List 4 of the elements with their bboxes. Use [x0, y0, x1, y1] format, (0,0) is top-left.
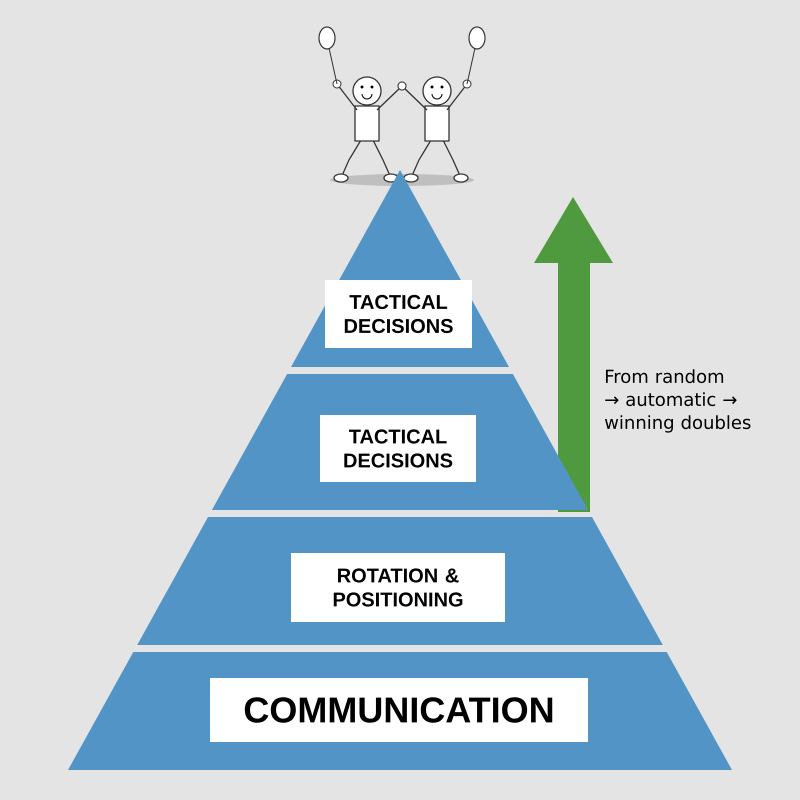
- pyramid-tier: TACTICAL DECISIONS: [212, 374, 588, 510]
- pyramid-tier: ROTATION & POSITIONING: [137, 517, 663, 645]
- pyramid-tier: TACTICAL DECISIONS: [291, 170, 509, 367]
- note-text: From random → automatic → winning doubles: [604, 369, 750, 433]
